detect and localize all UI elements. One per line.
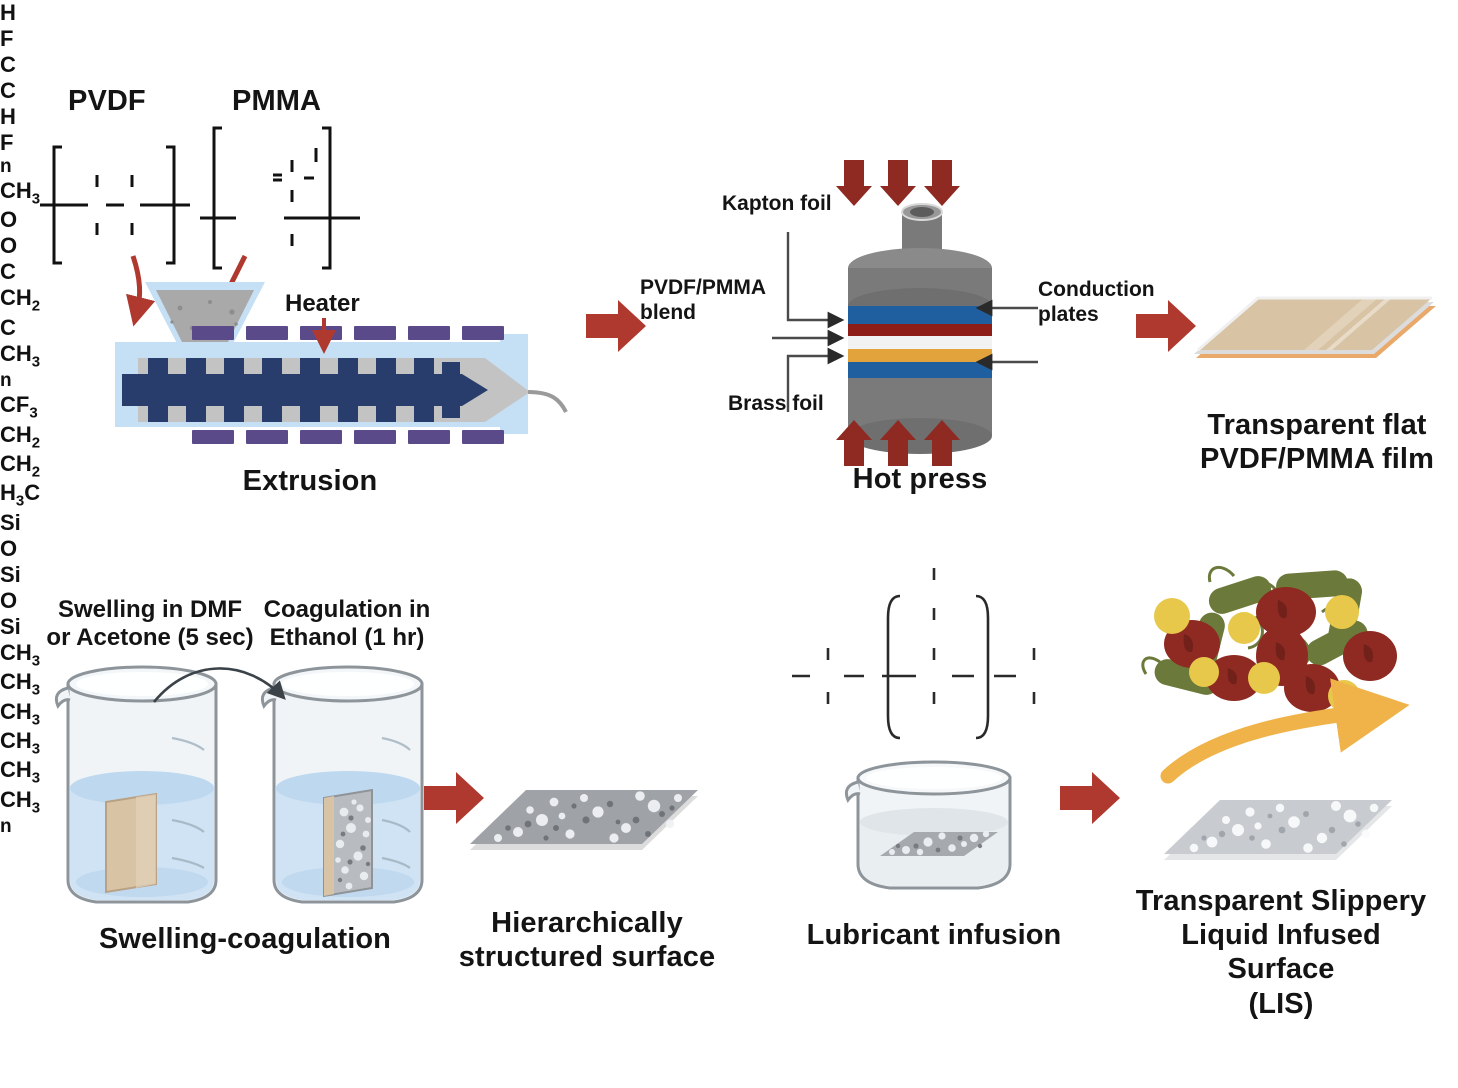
pmma-carbonyl-o: O: [0, 207, 18, 233]
hierarchical-surface-slab: [470, 790, 698, 850]
heater-bands-top: [192, 326, 504, 340]
hot-press-caption: Hot press: [852, 463, 988, 495]
pmma-backbone-c: C: [0, 314, 16, 340]
oil-terminal-ch3: CH3: [0, 639, 41, 670]
oil-terminal-h3c: H3C: [0, 480, 41, 510]
extrudate-strand: [527, 390, 568, 413]
heater-bands-bottom: [192, 430, 504, 444]
extruder-machine: [115, 282, 568, 444]
beaker-coagulation: [260, 665, 424, 904]
beaker-2-label: Coagulation in Ethanol (1 hr): [263, 596, 431, 652]
oil-repeat-n: n: [0, 816, 12, 838]
pmma-alpha-methyl: CH3: [0, 340, 41, 371]
extruder-screw: [122, 358, 488, 422]
pmma-methoxy-ch3: CH3: [0, 178, 41, 208]
pvdf-atom-h-bottom: H: [0, 104, 16, 129]
oil-o-left: O: [0, 535, 18, 561]
oil-ch2-lower: CH2: [0, 450, 41, 481]
pmma-structure: [200, 126, 360, 270]
heater-label: Heater: [285, 290, 360, 317]
oil-ch3-middle-bottom: CH3: [0, 727, 41, 758]
oil-si-right: Si: [0, 613, 21, 639]
silicone-oil-structure: [792, 568, 1036, 740]
oil-cf3: CF3: [0, 392, 38, 422]
extrusion-caption: Extrusion: [242, 465, 378, 497]
lis-surface-slab: [1164, 800, 1392, 860]
swelling-coagulation-caption: Swelling-coagulation: [98, 923, 391, 955]
pvdf-atom-h-top: H: [0, 0, 16, 25]
pmma-repeat-n: n: [0, 370, 12, 392]
conduction-plates-label: Conduction plates: [1038, 278, 1155, 326]
hot-press-leaders: [772, 232, 1038, 412]
repel-arrow: [1160, 678, 1410, 784]
beaker-swelling: [54, 665, 218, 904]
lubricant-infusion-dish: [844, 760, 1012, 890]
hot-press-body: [848, 203, 992, 454]
yellow-cocci: [1154, 595, 1360, 712]
oil-ch3-right-bottom: CH3: [0, 786, 41, 817]
pvdf-atom-f-bottom: F: [0, 130, 14, 155]
lis-caption: Transparent Slippery Liquid Infused Surf…: [1135, 885, 1427, 1020]
pvdf-title: PVDF: [68, 85, 146, 117]
pvdf-pmma-blend-label: PVDF/PMMA blend: [640, 276, 766, 324]
transition-arrow-4: [1060, 772, 1120, 824]
pmma-carbonyl-c: C: [0, 259, 16, 285]
microbe-cluster: [1141, 566, 1397, 712]
pvdf-structure: [40, 145, 190, 265]
transition-arrow-2: [1136, 300, 1196, 352]
transition-arrow-3: [424, 772, 484, 824]
transparent-flat-film: [1194, 296, 1436, 358]
hot-press-pressure-arrows-top: [836, 160, 960, 206]
heater-pointer-arrow: [312, 318, 336, 354]
transition-arrow-1: [586, 300, 646, 352]
transparent-film-caption: Transparent flat PVDF/PMMA film: [1200, 409, 1434, 476]
oil-si-left: Si: [0, 509, 21, 535]
pmma-ester-o: O: [0, 233, 18, 259]
pvdf-repeat-n: n: [0, 156, 12, 177]
oil-o-right: O: [0, 587, 18, 613]
rough-top-face: [470, 790, 698, 844]
pvdf-atom-f-top: F: [0, 26, 14, 51]
oil-ch2-upper: CH2: [0, 421, 41, 451]
oil-si-middle: Si: [0, 561, 21, 587]
beaker-transfer-arrow: [152, 667, 286, 703]
pmma-title: PMMA: [232, 85, 322, 117]
hierarchical-surface-caption: Hierarchically structured surface: [458, 907, 716, 974]
oil-ch3-left-bottom: CH3: [0, 698, 41, 728]
pvdf-atom-c-right: C: [0, 78, 16, 103]
pvdf-atom-c-left: C: [0, 52, 16, 77]
pmma-backbone-ch2: CH2: [0, 285, 41, 315]
oil-ch3-left-top: CH3: [0, 669, 41, 699]
lubricant-infusion-caption: Lubricant infusion: [806, 919, 1062, 951]
lis-top-face: [1164, 800, 1392, 854]
brass-foil-label: Brass foil: [728, 392, 824, 415]
hot-press-pressure-arrows-bottom: [836, 420, 960, 466]
kapton-foil-label: Kapton foil: [722, 192, 832, 215]
oil-ch3-right-top: CH3: [0, 757, 41, 787]
beaker-1-label: Swelling in DMF or Acetone (5 sec): [46, 596, 254, 652]
